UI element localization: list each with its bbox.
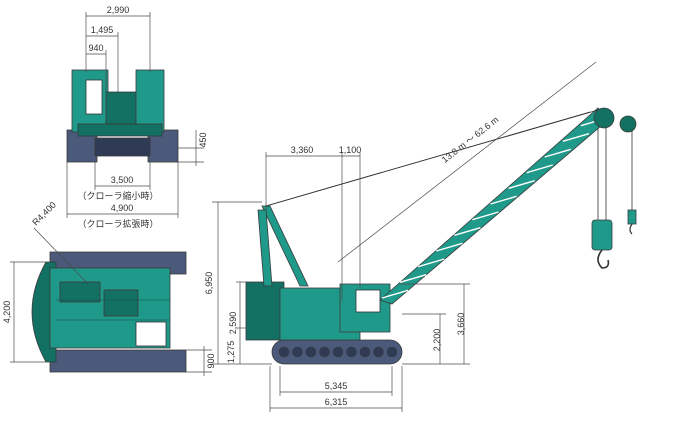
dim-4900: 4,900 <box>111 203 134 213</box>
dim-radius: R4,400 <box>30 200 58 228</box>
lattice-strut <box>381 289 409 299</box>
lattice-strut <box>508 179 535 190</box>
dim-6315: 6,315 <box>325 397 348 407</box>
dim-4200: 4,200 <box>2 301 12 324</box>
dim-5345: 5,345 <box>325 381 348 391</box>
dim-2200: 2,200 <box>432 329 442 352</box>
front-turntable <box>77 123 163 137</box>
top-view: R4,400 4,200 900 <box>2 200 216 376</box>
dim-1275: 1,275 <box>226 341 236 364</box>
front-counter <box>135 69 165 133</box>
dim-3500: 3,500 <box>111 175 134 185</box>
lattice-strut <box>544 148 572 158</box>
front-cab-window <box>85 79 103 115</box>
dim-2590: 2,590 <box>228 312 238 335</box>
crawler-roller <box>278 346 290 358</box>
lattice-strut <box>417 258 445 268</box>
front-view: 2,990 1,495 940 450 3,500 （クローラ縮小時） 4,90… <box>66 5 208 229</box>
front-carbody <box>94 137 151 157</box>
dim-1495: 1,495 <box>91 25 114 35</box>
top-engine <box>59 281 101 303</box>
dim-2990: 2,990 <box>107 5 130 15</box>
main-hook-block <box>591 219 613 251</box>
lattice-strut <box>490 195 517 205</box>
jib-sheave <box>619 115 637 133</box>
crawler-roller <box>373 346 384 358</box>
aux-hook <box>629 223 633 235</box>
dim-940: 940 <box>88 43 103 53</box>
lattice-strut <box>454 226 481 237</box>
crawler-roller <box>359 346 371 358</box>
side-view: 3,360 1,100 13.8 m ～ 62.6 m 6,950 2,590 … <box>204 61 637 412</box>
lattice-strut <box>562 132 590 143</box>
top-winch <box>103 289 139 317</box>
crawler-roller <box>305 346 317 358</box>
side-counterweight <box>245 281 285 341</box>
note-retracted: （クローラ縮小時） <box>77 190 158 201</box>
top-lower-track <box>49 349 187 373</box>
crawler-roller <box>386 346 398 358</box>
side-cab-window <box>355 289 381 313</box>
dim-3660: 3,660 <box>456 313 466 336</box>
aux-hook-ball <box>627 209 637 225</box>
boom-head-sheave <box>593 107 615 129</box>
crawler-roller <box>332 346 344 358</box>
top-cab <box>135 321 167 347</box>
main-hook <box>597 249 610 269</box>
lattice-strut <box>526 164 553 174</box>
side-rollers <box>278 346 398 358</box>
dim-450: 450 <box>198 132 208 147</box>
dim-900: 900 <box>206 353 216 368</box>
lattice-strut <box>436 242 463 252</box>
crawler-roller <box>319 346 330 358</box>
lattice-strut <box>399 273 427 284</box>
dim-1100: 1,100 <box>339 145 362 155</box>
dim-6950: 6,950 <box>204 272 214 295</box>
crawler-roller <box>346 346 357 358</box>
note-extended: （クローラ拡張時） <box>77 218 158 229</box>
dim-3360: 3,360 <box>291 145 314 155</box>
lattice-strut <box>472 211 499 221</box>
crawler-roller <box>292 346 303 358</box>
boom-lattice <box>381 117 608 299</box>
dim-boom-length: 13.8 m ～ 62.6 m <box>440 114 501 164</box>
side-gantry-rear <box>257 209 273 287</box>
